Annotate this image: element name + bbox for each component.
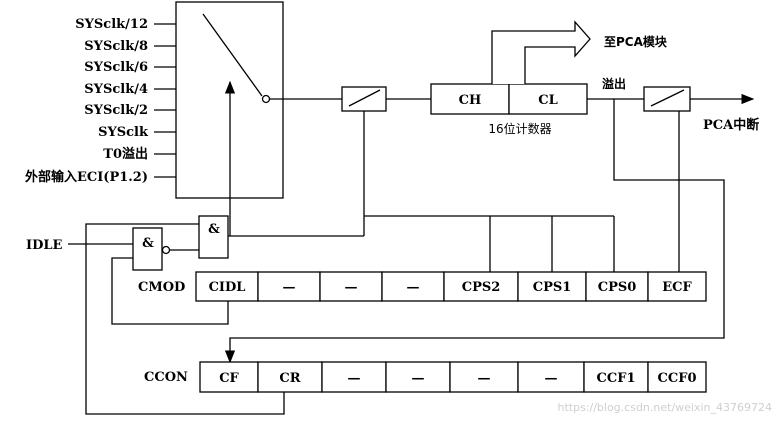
overflow-to-cf-wire [229,99,725,360]
cmod-bit-reserved [381,271,445,302]
clock-source-label: SYSclk/12 [75,17,148,32]
overflow-label: 溢出 [602,76,626,91]
ccon-bit-cr [257,361,323,393]
cmod-bit-label: CPS2 [462,280,501,295]
counter-cl-label: CL [538,93,558,108]
clock-input-lines [154,23,178,178]
and-gate-right-symbol: & [208,222,220,237]
cmod-bit-cps1 [517,271,587,302]
cmod-bit-label: CPS0 [598,280,637,295]
cmod-bit-reserved [257,271,321,302]
cmod-bit-label: — [407,280,420,295]
selector-switch-arm [202,13,263,97]
cmod-label: CMOD [138,280,185,295]
cmod-bit-label: — [283,280,296,295]
switch-blade-2 [650,89,685,107]
counter-caption: 16位计数器 [488,121,551,136]
cmod-bit-reserved [319,271,383,302]
cmod-bit-ecf [647,271,707,302]
cmod-bit-label: CPS1 [533,280,572,295]
selector-pivot [261,94,271,104]
counter-ch-label: CH [459,93,482,108]
switch-blade [348,89,381,107]
ccon-bit-label: — [412,371,425,386]
cmod-bit-cps2 [443,271,519,302]
inverting-bubble [161,245,171,255]
clock-source-label: T0溢出 [103,146,148,162]
idle-label: IDLE [26,238,62,253]
watermark: https://blog.csdn.net/weixin_43769724 [557,401,772,414]
ccon-bit-label: — [348,371,361,386]
cr-to-and-wire [85,223,285,415]
to-pca-module-label: 至PCA模块 [604,34,668,49]
ccon-bit-label: CF [219,371,239,386]
clock-source-label: SYSclk/6 [84,60,148,75]
cmod-bit-label: — [345,280,358,295]
ccon-bit-ccf0 [647,361,707,393]
cidl-to-and-wire [111,257,229,325]
clock-source-label: SYSclk/4 [84,82,148,97]
ccon-bit-label: CCF1 [597,371,636,386]
cmod-bit-label: ECF [662,280,692,295]
ccon-bit-label: — [545,371,558,386]
clock-source-labels: SYSclk/12 SYSclk/8 SYSclk/6 SYSclk/4 SYS… [24,17,149,185]
ccon-bit-label: CCF0 [658,371,697,386]
counter-16bit: CH CL 16位计数器 [430,83,588,136]
ccon-bit-label: — [478,371,491,386]
clock-source-label: SYSclk/2 [84,103,148,118]
clock-source-label: 外部输入ECI(P1.2) [24,169,148,185]
cmod-bit-label: CIDL [209,280,246,295]
cmod-bit-cidl [195,271,259,302]
ccon-bit-reserved [321,361,387,393]
and-gate-left-symbol: & [142,236,154,251]
ccon-register: CCON CF CR — — — — CCF1 CCF0 [144,361,707,393]
ccon-bit-reserved [385,361,451,393]
ccon-bit-reserved [449,361,519,393]
clock-source-label: SYSclk/8 [84,39,148,54]
clock-source-label: SYSclk [98,125,149,140]
and-gate-left [132,227,163,271]
pca-interrupt-label: PCA中断 [703,117,759,133]
pca-module-bus-arrow [491,20,591,84]
ccon-bit-label: CR [279,371,300,386]
ccon-bit-cf [199,361,259,393]
and-gate-right [198,215,229,259]
cmod-register: CMOD CIDL — — — CPS2 CPS1 CPS0 ECF [138,271,707,302]
ccon-label: CCON [144,370,188,385]
